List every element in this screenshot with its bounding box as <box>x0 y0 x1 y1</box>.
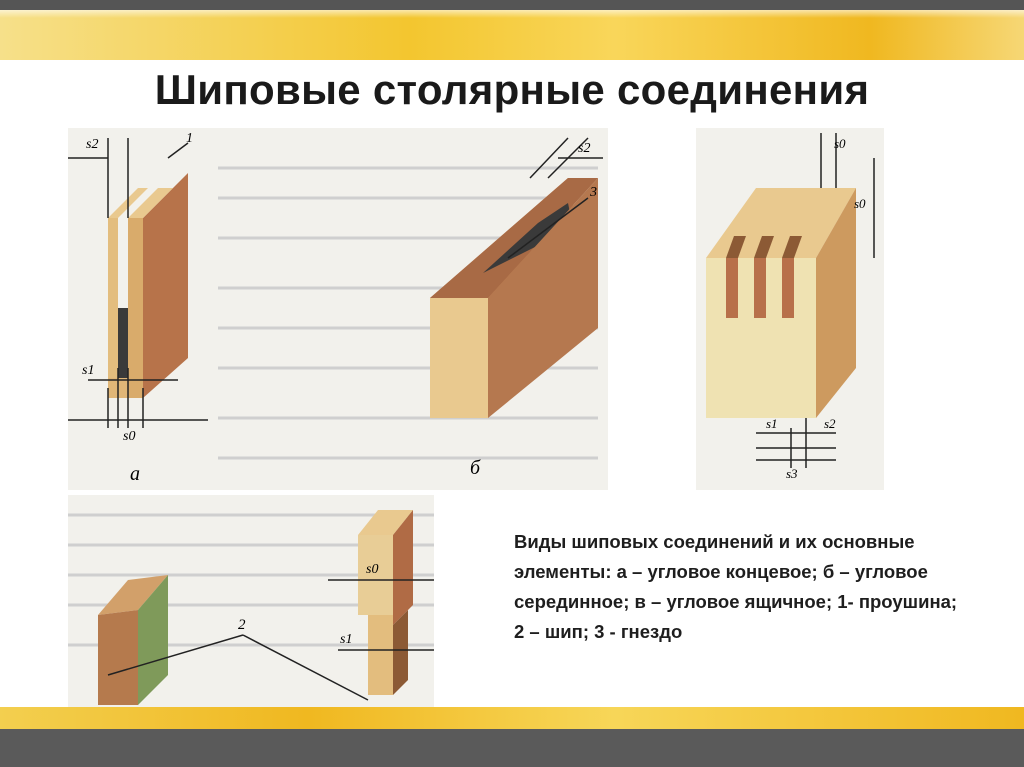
figure-caption: Виды шиповых соединений и их основные эл… <box>514 531 958 642</box>
slide-title: Шиповые столярные соединения <box>154 66 870 113</box>
dim-label-g-s1: s1 <box>340 632 352 647</box>
dim-label-s0: s0 <box>123 429 135 444</box>
dim-label-s1: s1 <box>82 363 94 378</box>
figure-a-corner-end-joint: s2 s1 s0 1 а s2 3 б <box>68 128 608 490</box>
dim-label-v-s0-side: s0 <box>854 196 866 211</box>
marker-2: 2 <box>238 617 246 633</box>
dim-label-v-s0-top: s0 <box>834 136 846 151</box>
figure-label-a: а <box>130 463 140 485</box>
figure-v-box-joint: s0 s0 s1 s2 s3 <box>696 128 884 490</box>
dim-label-b-s2: s2 <box>578 141 590 156</box>
top-decor-bar <box>0 0 1024 60</box>
bottom-decor-bar <box>0 707 1024 767</box>
dim-label-v-s3: s3 <box>786 466 798 481</box>
marker-1: 1 <box>186 131 193 146</box>
figure-g-tenon: s0 s1 2 <box>68 495 434 707</box>
marker-3: 3 <box>589 185 597 200</box>
dim-label-s2: s2 <box>86 137 98 152</box>
dim-label-v-s1: s1 <box>766 416 778 431</box>
dim-label-g-s0: s0 <box>366 562 378 577</box>
figure-label-b: б <box>470 457 481 479</box>
dim-label-v-s2: s2 <box>824 416 836 431</box>
